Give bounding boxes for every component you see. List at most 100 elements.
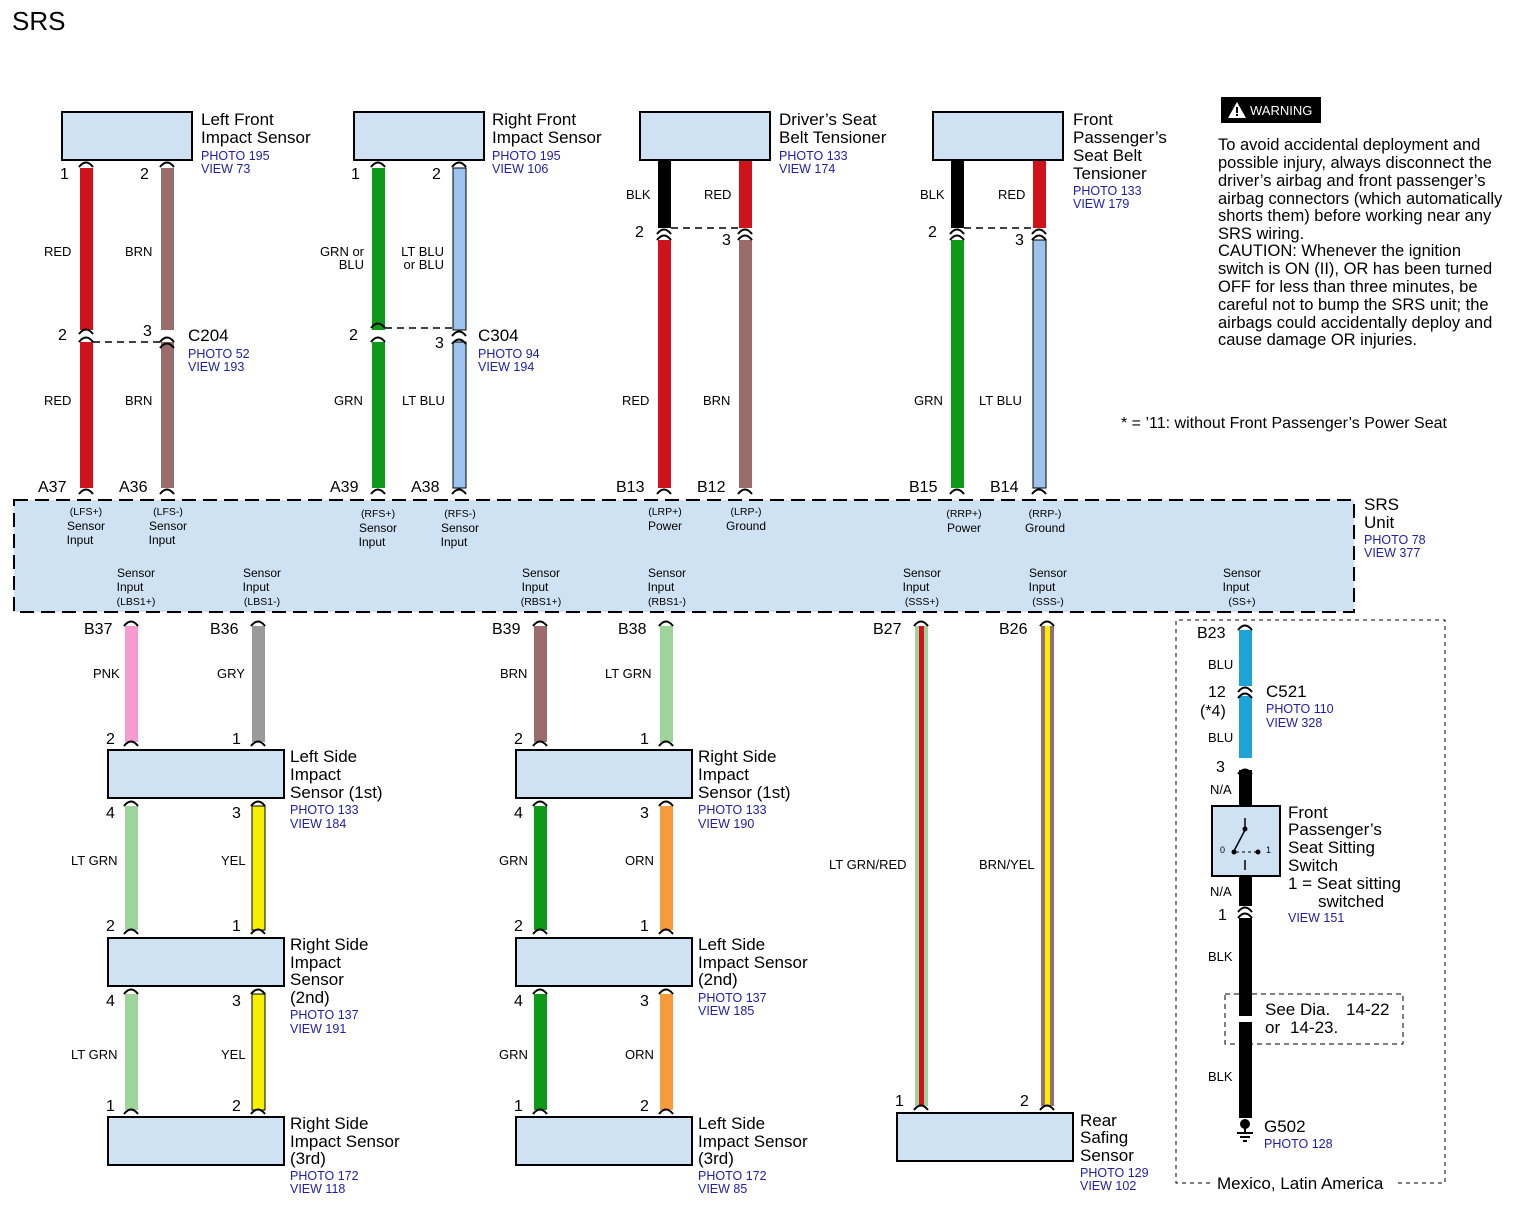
wire-brn [161,168,174,330]
warning-triangle-icon [1228,102,1246,118]
wire-brn [161,342,174,488]
terminal-id: A39 [330,479,359,496]
wire-orn [660,994,673,1110]
wire-label: BLK [920,187,945,202]
pin-number: 2 [140,166,149,183]
pin-number: 2 [928,224,937,241]
connector-photo: PHOTO 52 [188,347,250,361]
wire-label: BRN [125,393,152,408]
warning-badge-label: WARNING [1250,103,1312,118]
rear-safing-sensor-box [896,1112,1074,1162]
wire-lt-blu [452,341,467,489]
pin-number: 2 [432,166,441,183]
pin-footnote: (*4) [1200,703,1226,720]
connector-name: C204 [188,326,229,345]
pin-number: 4 [514,993,523,1010]
seat-sitting-switch-box [1211,805,1281,877]
top-wiring [80,160,1047,489]
see-dia-or: or [1265,1018,1280,1037]
wire-brn [739,240,752,488]
see-dia-text: See Dia. [1265,1000,1330,1019]
see-dia-link-14-23[interactable]: 14-23. [1290,1018,1338,1037]
pin-number: 3 [435,335,444,352]
connector-name: C521 [1266,682,1307,701]
terminal-label-lrp-plus: (LRP+)Power [648,506,682,533]
pin-number: 4 [106,993,115,1010]
wire-lt-grn [125,806,138,930]
wire-lt-blu [452,167,467,331]
wire-lt-blu [1032,239,1047,489]
switch-symbol-icon: 0 1 [1220,818,1271,870]
wire-blk [1239,770,1252,806]
right-front-impact-sensor-box [353,111,485,161]
pin-number: 3 [1015,232,1024,249]
connector-view: VIEW 194 [478,360,534,374]
wire-label: LT BLU [402,393,445,408]
wire-label: LT BLU [979,393,1022,408]
see-dia-link-14-22[interactable]: 14-22 [1346,1000,1389,1019]
pin-number: 4 [514,805,523,822]
terminal-id: A37 [38,479,67,496]
wire-blu [1239,630,1252,686]
pin-number: 3 [640,805,649,822]
left-front-impact-sensor-box [61,111,193,161]
component-photo: PHOTO 172 [290,1169,359,1183]
wire-label: BLU [1208,657,1233,672]
component-view: VIEW 185 [698,1004,754,1018]
pin-number: 3 [1216,759,1225,776]
component-boxes: 0 1 [61,111,1281,1166]
terminal-id: B12 [697,479,726,496]
region-label: Mexico, Latin America [1217,1174,1384,1193]
pin-number: 1 [106,1098,115,1115]
wire-label: YEL [221,853,246,868]
pin-number: 1 [60,166,69,183]
component-view: VIEW 151 [1288,911,1344,925]
switch-on-mark: 1 [1266,845,1271,855]
wire-label: LT GRN/RED [829,857,907,872]
right-side-impact-sensor-2nd-box [107,937,285,987]
component-view: VIEW 73 [201,162,250,176]
wire-label: N/A [1210,782,1232,797]
wire-grn [951,240,964,488]
wire-label: ORN [625,853,654,868]
component-photo: PHOTO 172 [698,1169,767,1183]
pin-number: 1 [232,731,241,748]
pin-number: 2 [349,327,358,344]
pin-number: 3 [232,805,241,822]
wire-brn [534,626,547,742]
component-view: VIEW 184 [290,817,346,831]
pin-number: 2 [514,731,523,748]
wire-label: GRN [914,393,943,408]
wire-label: BRN/YEL [979,857,1035,872]
connector-labels: C204 PHOTO 52 VIEW 193 C304 PHOTO 94 VIE… [188,326,1334,730]
wire-label: BRN [125,244,152,259]
component-photo: PHOTO 137 [698,991,767,1005]
wire-label: N/A [1210,884,1232,899]
wire-pnk [125,626,138,742]
wire-label: BLK [626,187,651,202]
wire-label: BLK [1208,949,1233,964]
connector-view: VIEW 193 [188,360,244,374]
pin-number: 1 [232,918,241,935]
wire-grn [372,342,385,488]
component-view: VIEW 174 [779,162,835,176]
